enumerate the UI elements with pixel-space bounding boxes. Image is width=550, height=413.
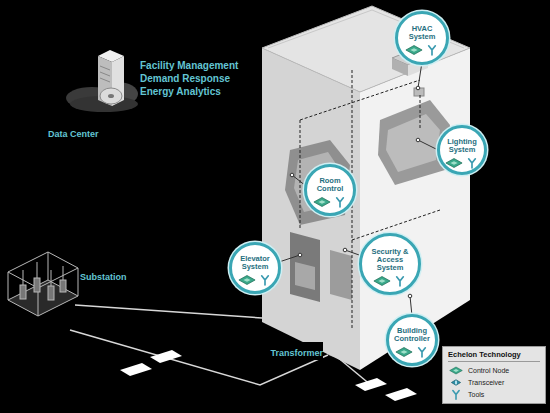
- system-circle: Elevator System: [229, 242, 281, 294]
- legend-swatch: [448, 365, 464, 376]
- device-icon: [397, 277, 404, 286]
- leader-lines: [279, 62, 438, 316]
- device-icon: [429, 46, 436, 55]
- legend-row: Tools: [448, 388, 540, 400]
- device-icon: [262, 276, 269, 285]
- label-box: Energy Analytics: [140, 81, 221, 99]
- legend-box: Echelon TechnologyControl NodeTransceive…: [442, 346, 546, 404]
- legend-row: Control Node: [448, 364, 540, 376]
- legend-swatch: [448, 389, 464, 400]
- device-icon: [451, 379, 460, 385]
- data-center-art: [66, 50, 138, 112]
- device-icons: [405, 43, 439, 57]
- legend-swatch: [448, 377, 464, 388]
- label-box: Transformer: [270, 342, 323, 360]
- text-label: Facility Management: [140, 60, 238, 71]
- circle-label: HVAC System: [402, 25, 442, 41]
- text-label: Demand Response: [140, 73, 230, 84]
- system-circle: Building Controller: [386, 314, 438, 366]
- label-box: Demand Response: [140, 68, 230, 86]
- text-label: Energy Analytics: [140, 86, 221, 97]
- device-icons: [238, 273, 272, 287]
- device-icon: [450, 367, 463, 374]
- circle-label: Elevator System: [236, 255, 274, 271]
- legend-text: Transceiver: [468, 379, 504, 386]
- circle-label: Building Controller: [393, 327, 431, 343]
- label-box: Data Center: [48, 123, 99, 141]
- device-icon: [446, 159, 462, 168]
- circle-label: Security & Access System: [367, 248, 413, 272]
- text-label: Transformer: [270, 348, 323, 358]
- text-label: Substation: [80, 272, 127, 282]
- device-icon: [396, 348, 412, 357]
- legend-row: Transceiver: [448, 376, 540, 388]
- device-icons: [395, 345, 429, 359]
- circle-label: Room Control: [311, 177, 349, 193]
- device-icon: [314, 198, 330, 207]
- legend-text: Tools: [468, 391, 484, 398]
- device-icons: [313, 195, 347, 209]
- device-icon: [419, 348, 426, 357]
- device-icons: [445, 156, 479, 170]
- device-icon: [374, 277, 390, 286]
- legend-title: Echelon Technology: [448, 350, 540, 362]
- circle-label: Lighting System: [444, 138, 481, 154]
- device-icon: [453, 390, 459, 399]
- system-circle: Security & Access System: [359, 233, 421, 295]
- device-icon: [406, 45, 422, 54]
- system-circle: Lighting System: [437, 125, 487, 175]
- device-icons: [373, 274, 407, 288]
- system-circle: HVAC System: [395, 11, 449, 65]
- label-box: Substation: [80, 266, 127, 284]
- label-box: Facility Management: [140, 55, 238, 73]
- device-icon: [337, 198, 344, 207]
- substation-art: [8, 252, 78, 316]
- system-circle: Room Control: [304, 164, 356, 216]
- device-icon: [469, 159, 476, 168]
- legend-text: Control Node: [468, 367, 509, 374]
- building-art: [262, 6, 470, 370]
- device-icon: [239, 276, 255, 285]
- text-label: Data Center: [48, 129, 99, 139]
